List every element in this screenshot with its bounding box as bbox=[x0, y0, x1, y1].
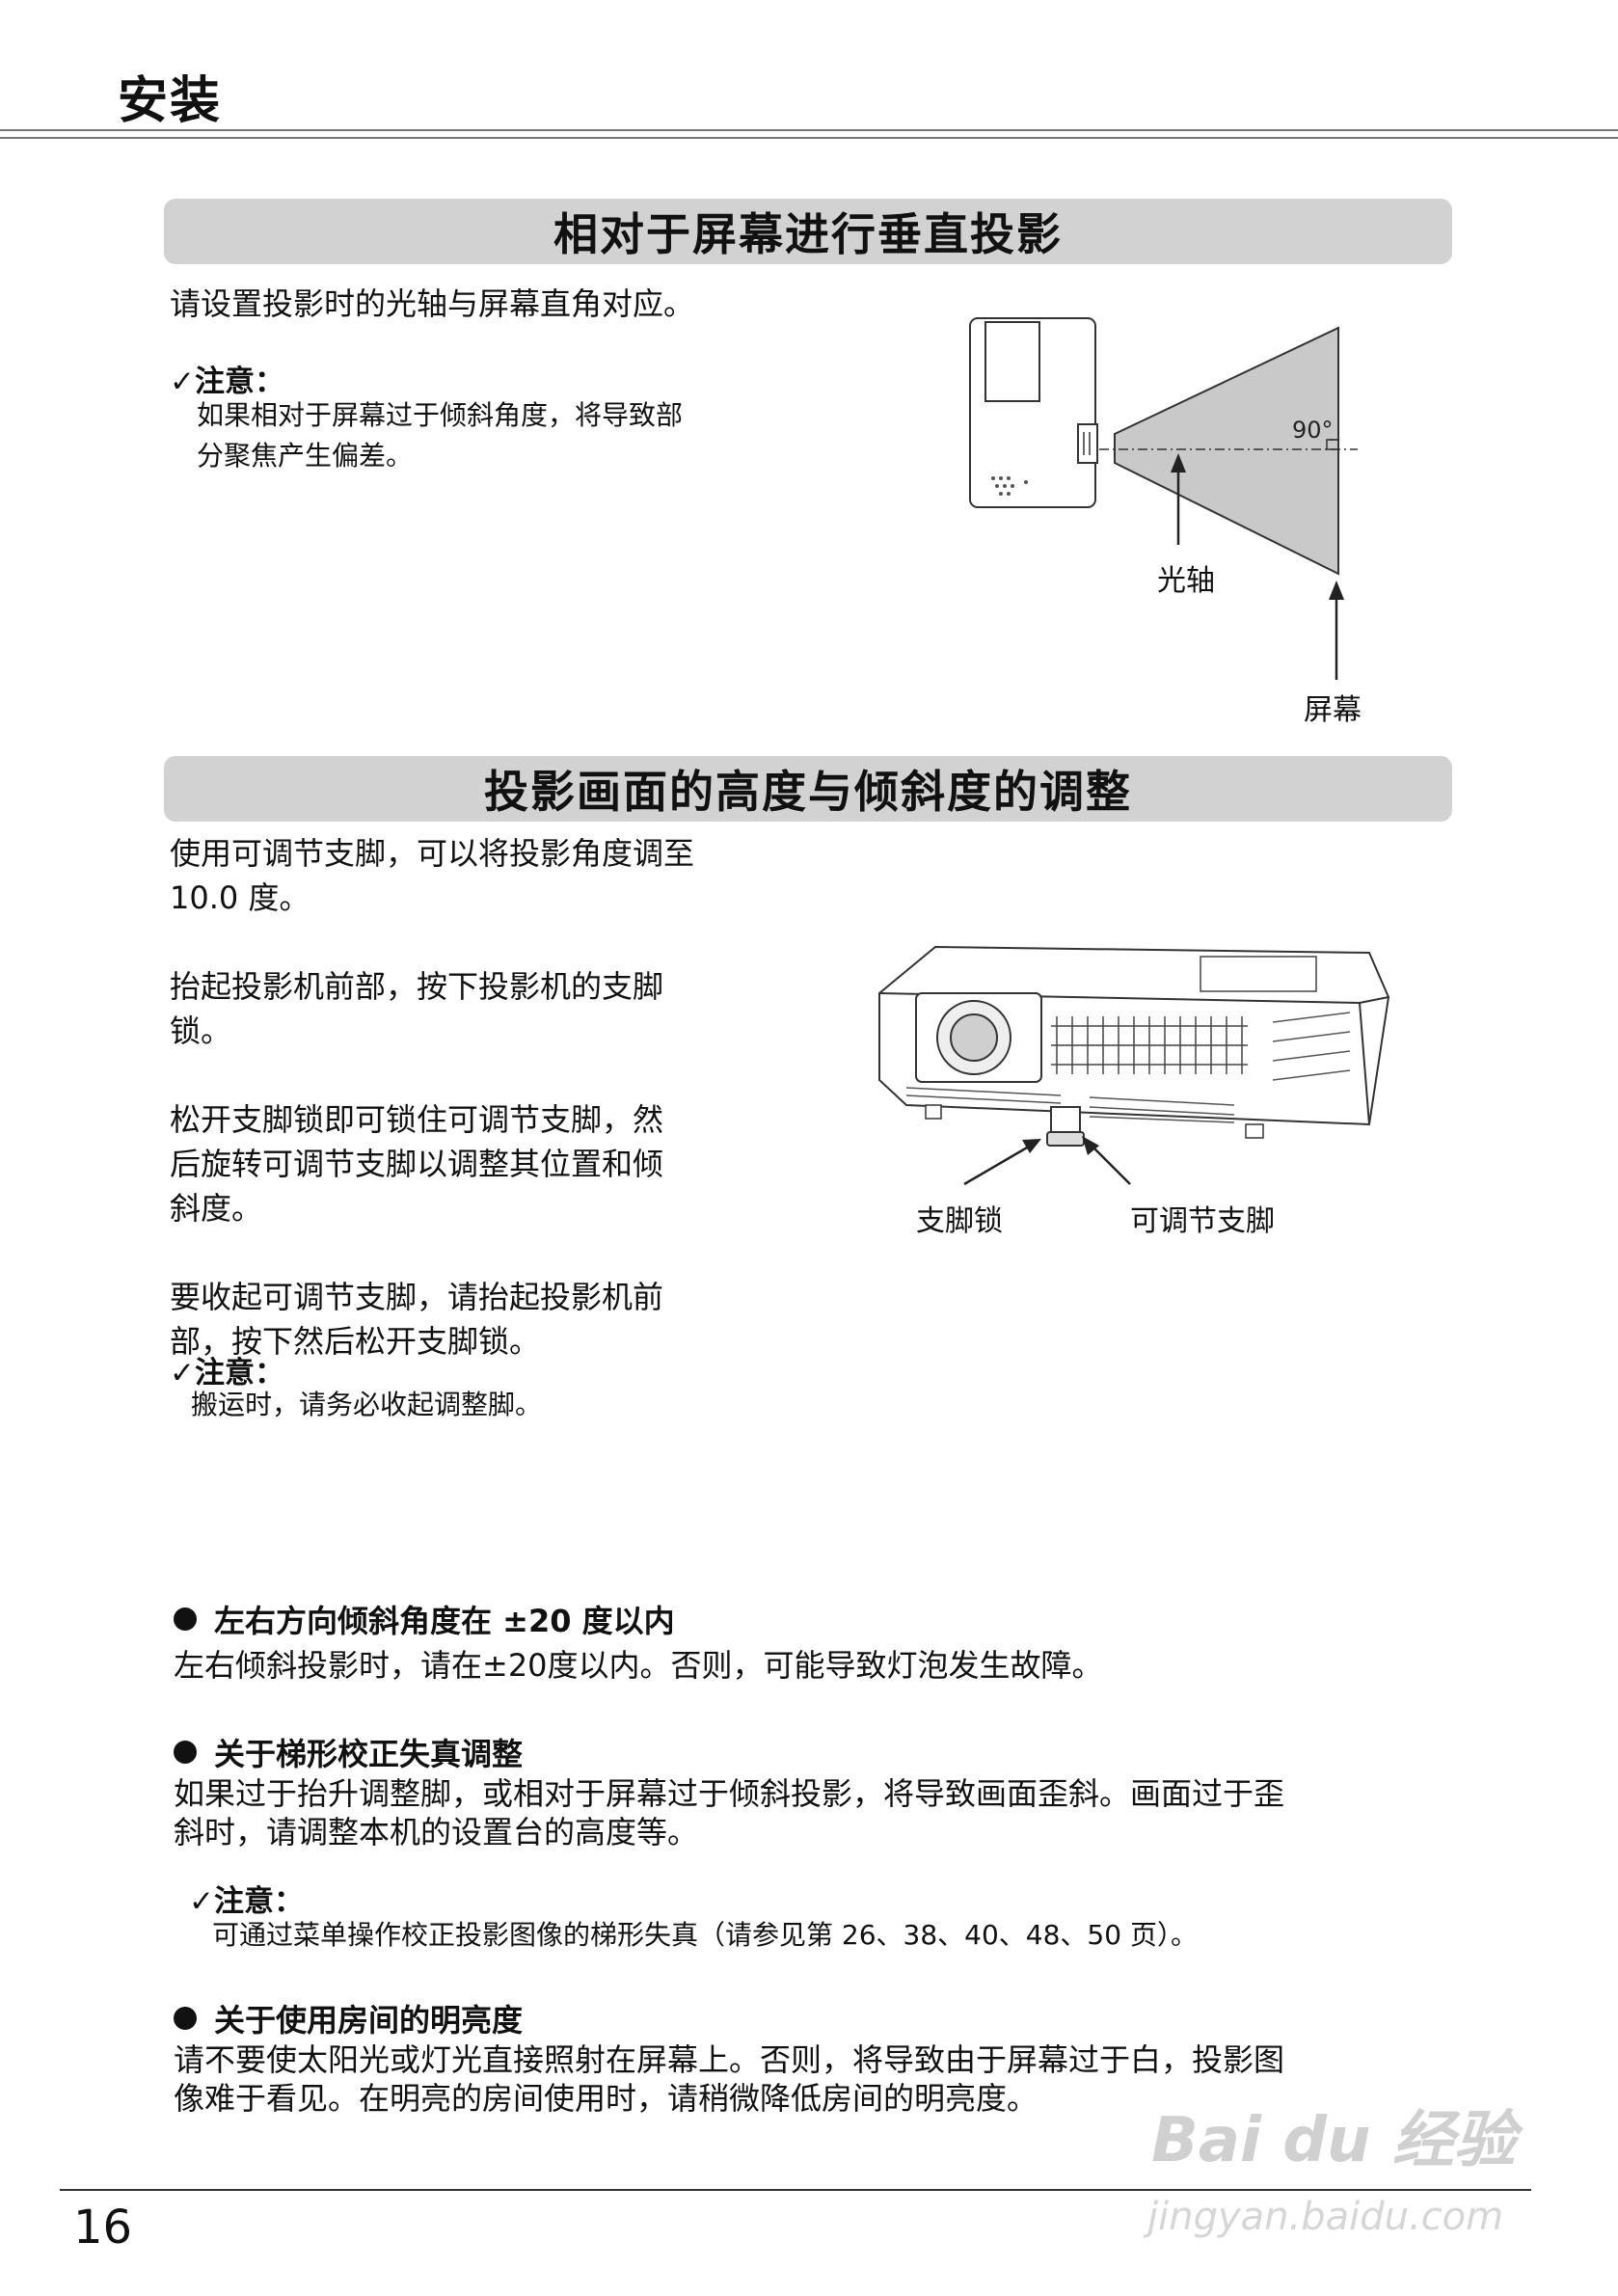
projector-feet-figure: 支脚锁 可调节支脚 bbox=[878, 945, 1390, 1238]
paragraph: 要收起可调节支脚，请抬起投影机前 部，按下然后松开支脚锁。 bbox=[170, 1279, 664, 1360]
screen-label: 屏幕 bbox=[1304, 693, 1362, 727]
note-text: 如果相对于屏幕过于倾斜角度，将导致部 分聚焦产生偏差。 bbox=[197, 399, 684, 472]
page-title: 安装 bbox=[118, 72, 223, 130]
bullet-body: 左右倾斜投影时，请在±20度以内。否则，可能导致灯泡发生故障。 bbox=[174, 1647, 1103, 1684]
watermark-url: jingyan.baidu.com bbox=[1147, 2195, 1504, 2239]
note-label: ✓注意： bbox=[170, 365, 284, 399]
intro-text: 请设置投影时的光轴与屏幕直角对应。 bbox=[170, 285, 695, 322]
projector-illustration bbox=[878, 945, 1390, 1139]
bullet-heading: 关于使用房间的明亮度 bbox=[174, 1996, 523, 2040]
note-text: 搬运时，请务必收起调整脚。 bbox=[191, 1389, 543, 1420]
paragraph: 松开支脚锁即可锁住可调节支脚，然 后旋转可调节支脚以调整其位置和倾 斜度。 bbox=[170, 1101, 664, 1227]
adjust-instructions: 使用可调节支脚，可以将投影角度调至 10.0 度。 抬起投影机前部，按下投影机的… bbox=[170, 831, 787, 1364]
footer-rule bbox=[60, 2189, 1531, 2191]
paragraph: 抬起投影机前部，按下投影机的支脚 锁。 bbox=[170, 968, 664, 1049]
page-number: 16 bbox=[73, 2201, 133, 2255]
note-text: 可通过菜单操作校正投影图像的梯形失真（请参见第 26、38、40、48、50 页… bbox=[212, 1919, 1198, 1951]
optical-axis-label: 光轴 bbox=[1157, 564, 1215, 598]
bullet-dot bbox=[174, 1607, 197, 1631]
bullet-dot bbox=[174, 2007, 197, 2030]
projection-beam bbox=[1114, 326, 1339, 576]
bullet-body: 如果过于抬升调整脚，或相对于屏幕过于倾斜投影，将导致画面歪斜。画面过于歪 斜时，… bbox=[174, 1775, 1285, 1850]
header-rule bbox=[0, 129, 1618, 131]
foot-lock-label: 支脚锁 bbox=[916, 1204, 1003, 1238]
bullet-heading: 左右方向倾斜角度在 ±20 度以内 bbox=[174, 1597, 675, 1641]
angle-label: 90° bbox=[1292, 417, 1334, 444]
bullet-heading: 关于梯形校正失真调整 bbox=[174, 1730, 523, 1774]
note-label: ✓注意： bbox=[189, 1884, 304, 1919]
header-rule-2 bbox=[0, 137, 1618, 139]
paragraph: 使用可调节支脚，可以将投影角度调至 10.0 度。 bbox=[170, 835, 695, 916]
section-heading-vertical-projection: 相对于屏幕进行垂直投影 bbox=[164, 199, 1452, 264]
bullet-dot bbox=[174, 1741, 197, 1764]
adjustable-foot bbox=[1046, 1106, 1085, 1147]
note-label: ✓注意： bbox=[170, 1356, 284, 1391]
section-heading-height-tilt: 投影画面的高度与倾斜度的调整 bbox=[164, 756, 1452, 822]
projection-axis-diagram: 90° 光轴 屏幕 bbox=[969, 317, 1362, 727]
watermark-logo: Bai du 经验 bbox=[1151, 2105, 1516, 2176]
bullet-body: 请不要使太阳光或灯光直接照射在屏幕上。否则，将导致由于屏幕过于白，投影图 像难于… bbox=[174, 2041, 1285, 2117]
projector-top-view bbox=[969, 317, 1098, 508]
adjustable-foot-label: 可调节支脚 bbox=[1130, 1204, 1275, 1238]
